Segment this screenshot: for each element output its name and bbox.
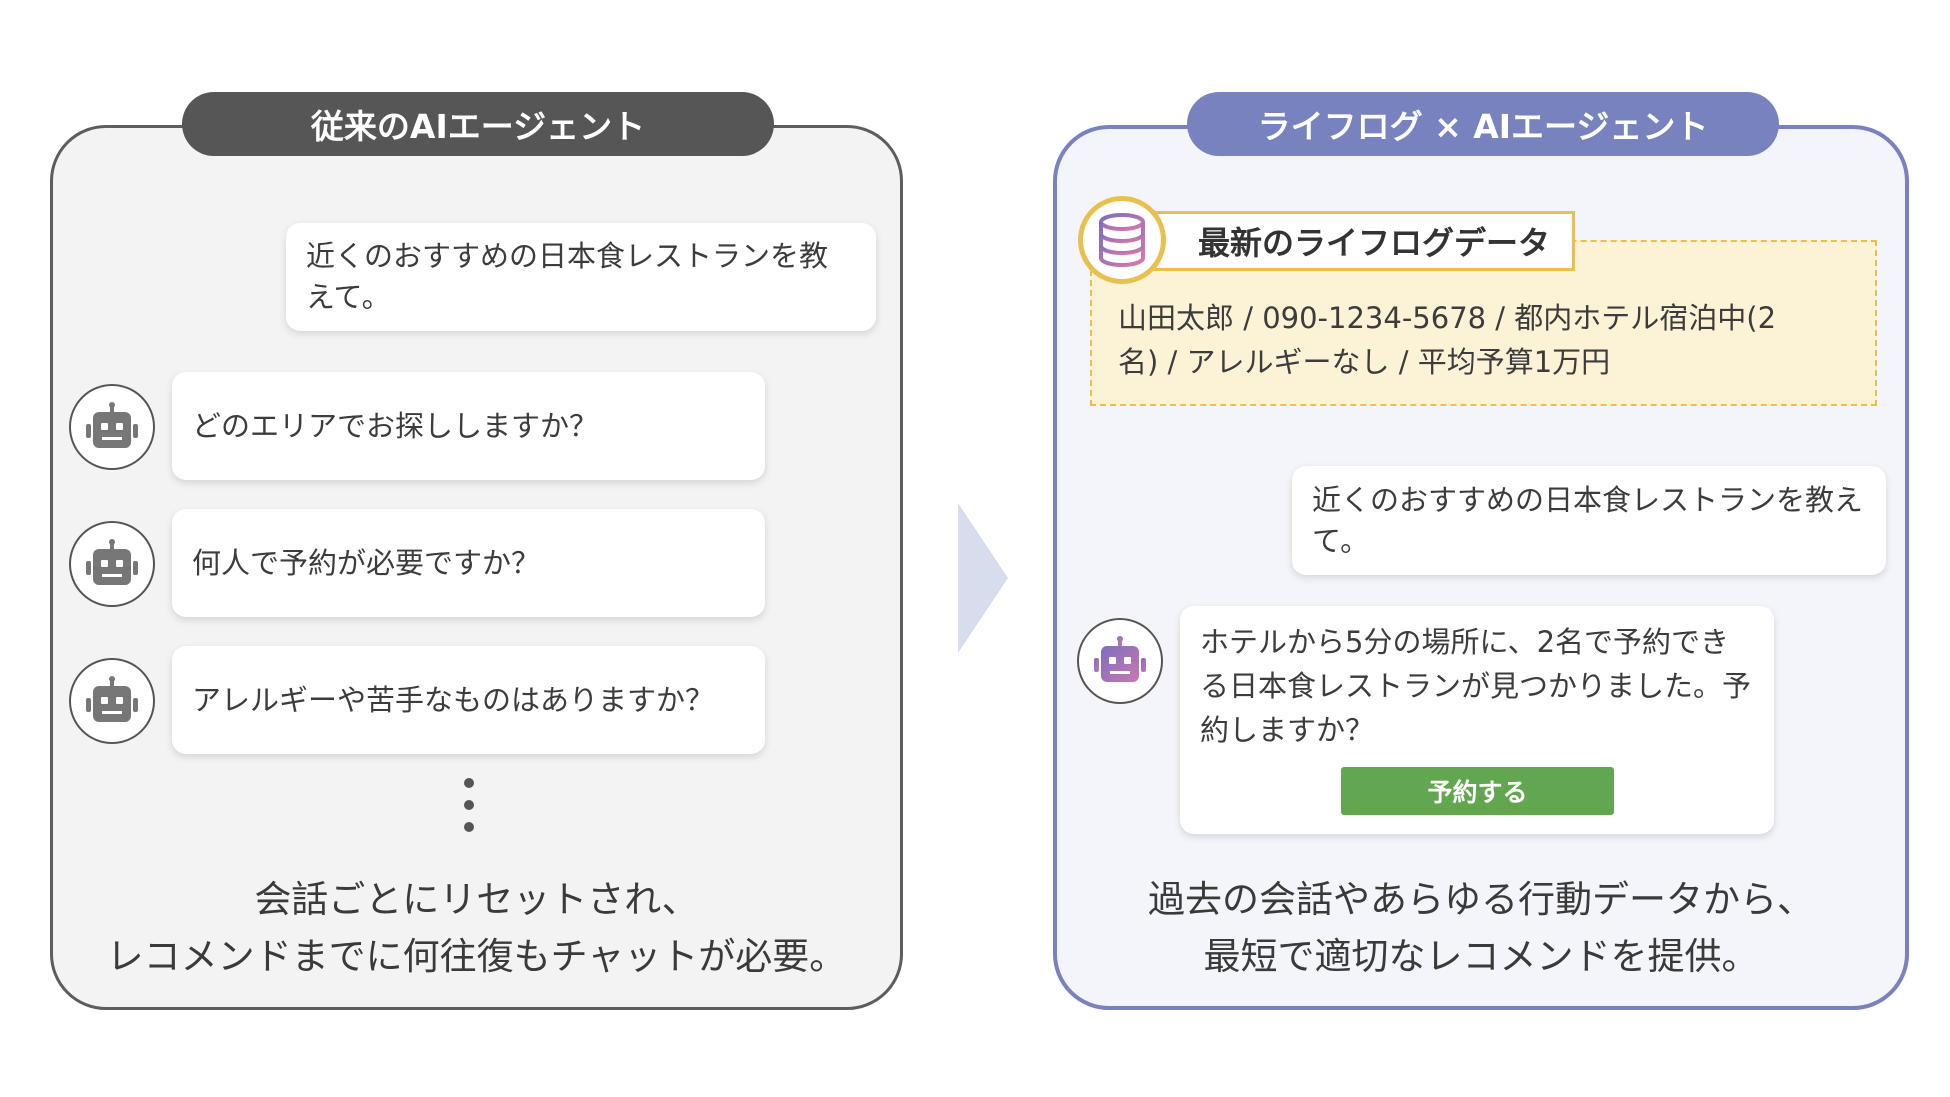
lifelog-data-line: 名) / アレルギーなし / 平均予算1万円 [1118, 345, 1611, 379]
vertical-ellipsis-icon [464, 778, 474, 832]
bot-message-bubble: 何人で予約が必要ですか？ [172, 509, 765, 617]
caption-line: レコメンドまでに何往復もチャットが必要。 [106, 935, 847, 978]
bot-message-text: どのエリアでお探ししますか？ [192, 408, 599, 443]
lifelog-agent-caption: 過去の会話やあらゆる行動データから、 最短で適切なレコメンドを提供。 [1073, 871, 1889, 985]
bot-reply-text: ホテルから5分の場所に、2名で予約できる日本食レストランが見つかりました。予約し… [1200, 625, 1752, 747]
bot-message-bubble: アレルギーや苦手なものはありますか？ [172, 646, 765, 754]
lifelog-data-line: 山田太郎 / 090-1234-5678 / 都内ホテル宿泊中(2 [1118, 301, 1777, 335]
bot-message-text: 何人で予約が必要ですか？ [192, 545, 541, 580]
lifelog-agent-title: ライフログ × AIエージェント [1187, 92, 1779, 156]
user-message-bubble: 近くのおすすめの日本食レストランを教えて。 [286, 223, 876, 331]
traditional-agent-caption: 会話ごとにリセットされ、 レコメンドまでに何往復もチャットが必要。 [70, 871, 883, 985]
robot-icon [69, 521, 155, 607]
robot-icon [1077, 618, 1163, 704]
user-message-text: 近くのおすすめの日本食レストランを教えて。 [1312, 482, 1864, 558]
lifelog-data-label: 最新のライフログデータ [1145, 211, 1575, 271]
arrow-right-icon [958, 503, 1008, 653]
reserve-button[interactable]: 予約する [1341, 767, 1614, 815]
traditional-agent-title: 従来のAIエージェント [182, 92, 774, 156]
user-message-bubble: 近くのおすすめの日本食レストランを教えて。 [1292, 466, 1886, 575]
user-message-text: 近くのおすすめの日本食レストランを教えて。 [306, 239, 829, 314]
bot-reply-bubble: ホテルから5分の場所に、2名で予約できる日本食レストランが見つかりました。予約し… [1180, 606, 1774, 834]
bot-message-text: アレルギーや苦手なものはありますか？ [192, 682, 715, 717]
robot-icon [69, 658, 155, 744]
database-icon [1078, 196, 1166, 284]
robot-icon [69, 384, 155, 470]
caption-line: 過去の会話やあらゆる行動データから、 [1148, 878, 1814, 921]
bot-message-bubble: どのエリアでお探ししますか？ [172, 372, 765, 480]
caption-line: 会話ごとにリセットされ、 [254, 878, 699, 921]
caption-line: 最短で適切なレコメンドを提供。 [1203, 935, 1759, 978]
